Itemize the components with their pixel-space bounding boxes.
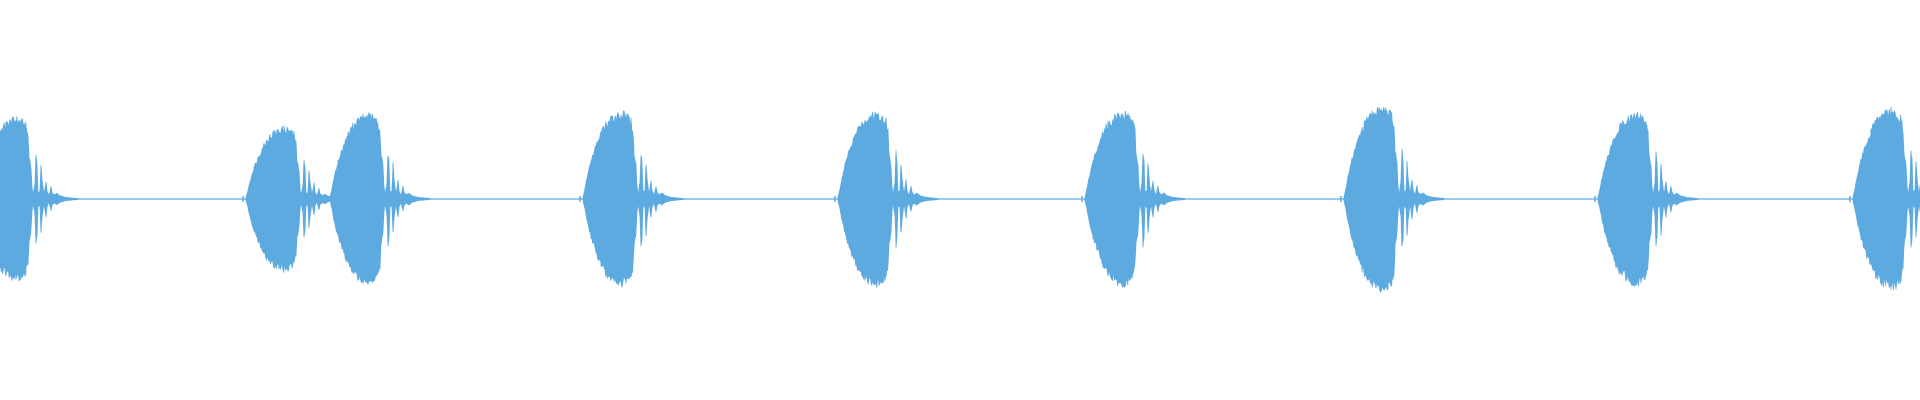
waveform-burst: [582, 110, 684, 288]
waveform-burst: [1343, 106, 1445, 293]
waveform-burst: [1597, 111, 1699, 287]
waveform-burst: [1852, 106, 1920, 291]
waveform-burst: [1084, 110, 1186, 288]
waveform-burst: [837, 111, 939, 288]
waveform-bursts: [0, 106, 1920, 293]
waveform-burst: [0, 116, 79, 282]
waveform-burst: [329, 112, 431, 285]
